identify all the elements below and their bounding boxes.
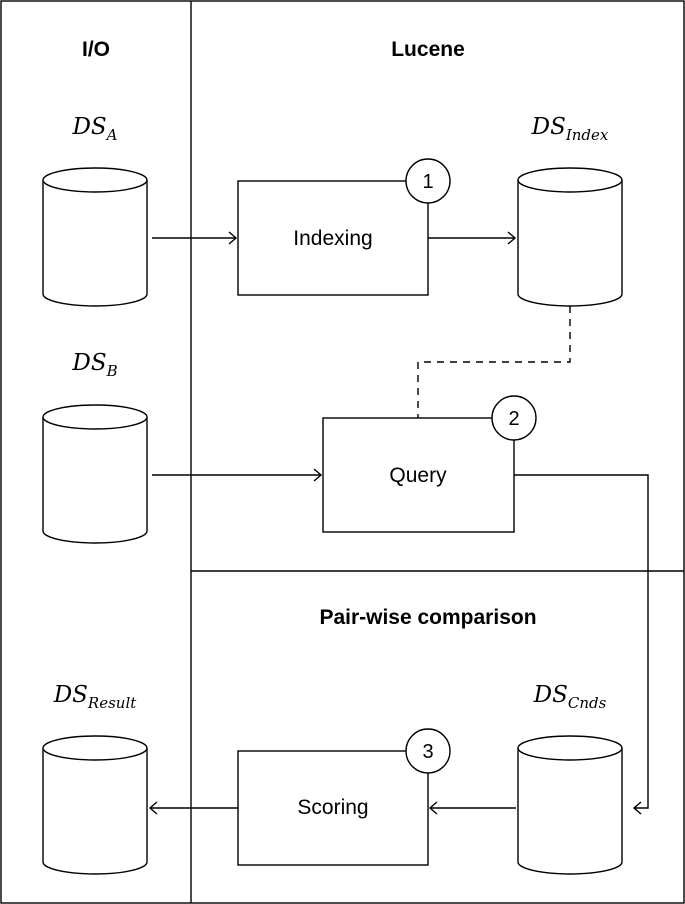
arrow-ds-b-to-query	[152, 468, 323, 482]
step-2-number: 2	[508, 408, 519, 430]
step-3-number: 3	[422, 741, 433, 763]
arrow-ds-cnds-to-scoring	[428, 801, 516, 815]
scoring-box	[237, 750, 429, 866]
ds-cnds-cylinder	[517, 735, 623, 875]
arrow-ds-a-to-indexing	[152, 231, 238, 245]
section-title-lucene: Lucene	[391, 38, 465, 61]
ds-index-cylinder	[517, 167, 623, 307]
scoring-label: Scoring	[297, 796, 368, 819]
step-3-badge	[405, 728, 451, 774]
section-title-io: I/O	[82, 38, 110, 61]
arrow-scoring-to-ds-result	[148, 801, 238, 815]
ds-a-label: DSA	[71, 114, 117, 144]
section-title-pairwise: Pair-wise comparison	[319, 606, 536, 629]
dashed-link-index-to-query	[417, 306, 571, 418]
ds-index-label: DSIndex	[531, 114, 609, 144]
step-1-badge	[405, 158, 451, 204]
indexing-step: Indexing 1	[237, 158, 451, 296]
query-box	[322, 417, 515, 533]
step-2-badge	[491, 395, 537, 441]
ds-result-cylinder	[42, 735, 148, 875]
arrow-indexing-to-ds-index	[428, 231, 517, 245]
query-label: Query	[389, 464, 447, 487]
scoring-step: Scoring 3	[237, 728, 451, 866]
indexing-label: Indexing	[293, 227, 372, 250]
ds-b-label: DSB	[71, 350, 117, 380]
ds-cnds-label: DSCnds	[533, 682, 607, 712]
indexing-box	[237, 180, 429, 296]
step-1-number: 1	[422, 171, 433, 193]
arrow-query-to-ds-cnds	[514, 474, 649, 815]
ds-result-label: DSResult	[53, 682, 138, 712]
query-step: Query 2	[322, 395, 537, 533]
ds-b-cylinder	[42, 404, 148, 544]
ds-a-cylinder	[42, 167, 148, 307]
